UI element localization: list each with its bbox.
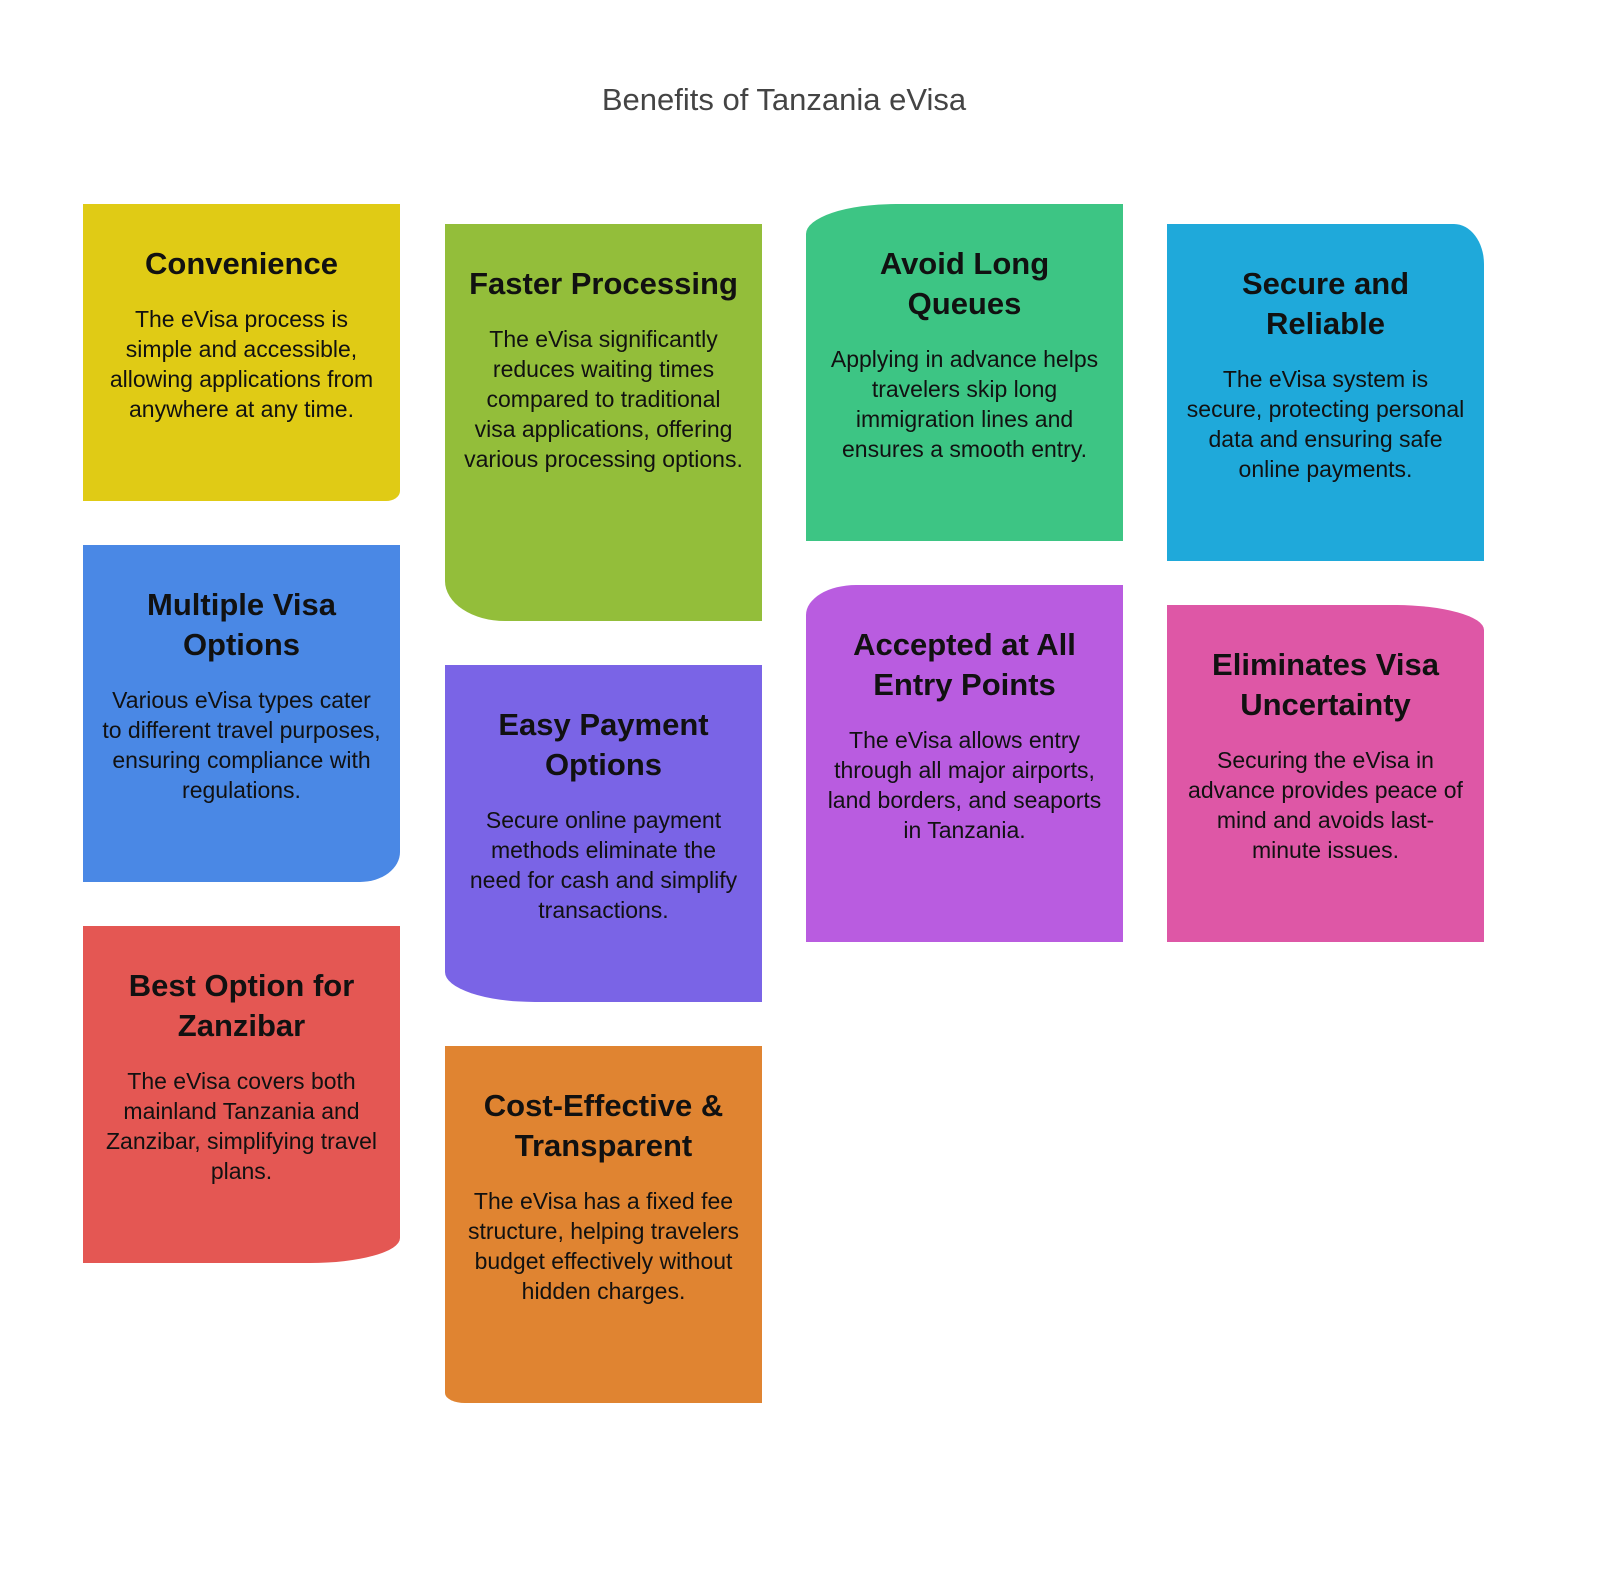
card-heading: Eliminates Visa Uncertainty [1212, 647, 1439, 722]
diagram-title: Benefits of Tanzania eVisa [601, 82, 967, 117]
card-text: Various eVisa types cater to different t… [102, 687, 381, 803]
card-best-option-zanzibar: Best Option for Zanzibar The eVisa cover… [83, 926, 400, 1263]
card-text: The eVisa covers both mainland Tanzania … [106, 1068, 377, 1184]
card-secure-reliable: Secure and Reliable The eVisa system is … [1167, 224, 1484, 561]
card-faster-processing: Faster Processing The eVisa significantl… [445, 224, 762, 621]
card-convenience: Convenience The eVisa process is simple … [83, 204, 400, 501]
card-cost-effective: Cost-Effective & Transparent The eVisa h… [445, 1046, 762, 1403]
card-heading: Secure and Reliable [1241, 266, 1410, 341]
card-text: The eVisa allows entry through all major… [827, 727, 1102, 843]
card-text: Secure online payment methods eliminate … [469, 807, 738, 923]
card-eliminates-uncertainty: Eliminates Visa Uncertainty Securing the… [1167, 605, 1484, 942]
card-heading: Faster Processing [469, 266, 738, 301]
card-easy-payment: Easy Payment Options Secure online payme… [445, 665, 762, 1002]
card-heading: Convenience [145, 246, 338, 281]
card-heading: Accepted at All Entry Points [853, 627, 1076, 702]
card-multiple-visa-options: Multiple Visa Options Various eVisa type… [83, 545, 400, 882]
card-text: The eVisa system is secure, protecting p… [1186, 366, 1465, 482]
card-heading: Cost-Effective & Transparent [483, 1088, 724, 1163]
card-avoid-long-queues: Avoid Long Queues Applying in advance he… [806, 204, 1123, 541]
card-text: The eVisa significantly reduces waiting … [464, 326, 743, 472]
card-text: Securing the eVisa in advance provides p… [1188, 747, 1463, 863]
card-text: The eVisa process is simple and accessib… [109, 306, 374, 422]
card-heading: Best Option for Zanzibar [128, 968, 355, 1043]
card-heading: Easy Payment Options [498, 707, 709, 782]
card-accepted-entry-points: Accepted at All Entry Points The eVisa a… [806, 585, 1123, 942]
card-heading: Multiple Visa Options [147, 587, 336, 662]
card-text: The eVisa has a fixed fee structure, hel… [467, 1188, 739, 1304]
card-heading: Avoid Long Queues [879, 246, 1050, 321]
card-text: Applying in advance helps travelers skip… [830, 346, 1099, 462]
